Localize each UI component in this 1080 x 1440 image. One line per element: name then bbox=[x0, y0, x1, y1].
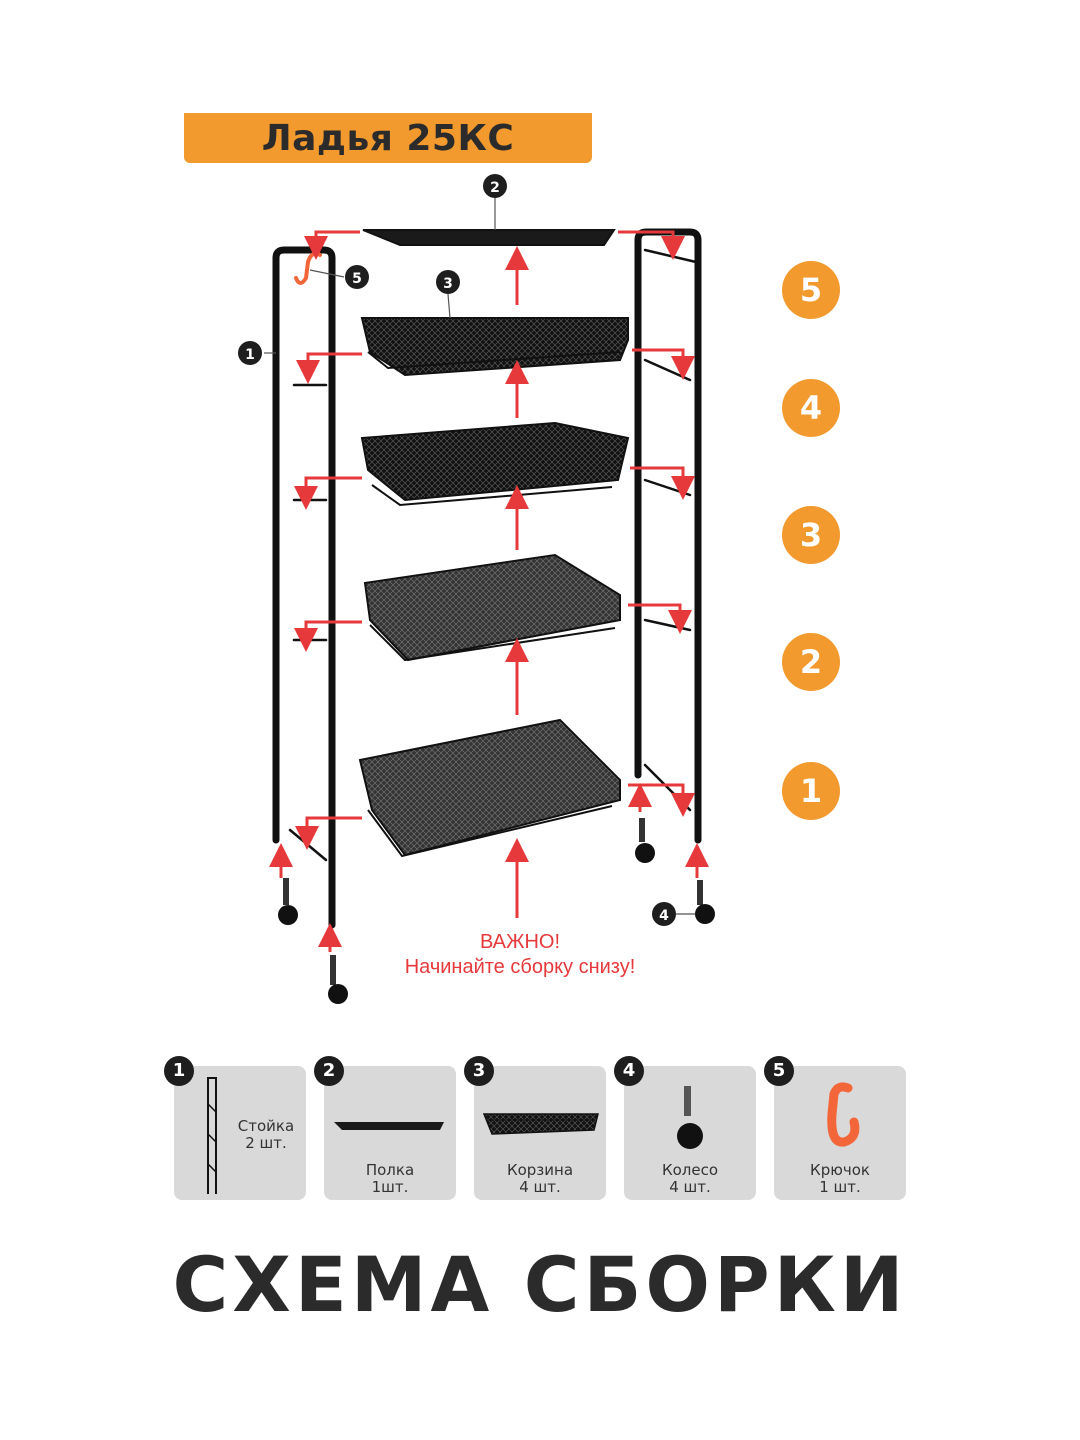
right-rack-post bbox=[634, 228, 702, 844]
part-name: Стойка bbox=[237, 1117, 295, 1135]
basket-4 bbox=[360, 317, 629, 377]
part-card-wheel: 4 Колесо 4 шт. bbox=[614, 1056, 756, 1200]
svg-text:4: 4 bbox=[659, 908, 669, 924]
wheel-left-back bbox=[328, 955, 348, 1004]
step-2-badge: 2 bbox=[782, 633, 840, 691]
basket-3 bbox=[360, 421, 630, 507]
part-qty: 1 шт. bbox=[819, 1178, 861, 1196]
wheel-icon bbox=[677, 1086, 703, 1149]
part-number: 1 bbox=[164, 1056, 194, 1086]
step-5-badge: 5 bbox=[782, 261, 840, 319]
part-card-hook: 5 Крючок 1 шт. bbox=[764, 1056, 906, 1200]
basket-icon bbox=[482, 1113, 599, 1135]
wheel-right-back bbox=[695, 880, 715, 924]
warning-text: Начинайте сборку снизу! bbox=[404, 956, 636, 978]
assembly-arrows bbox=[269, 230, 709, 952]
shelf-icon bbox=[334, 1122, 444, 1130]
wheel-right-front bbox=[635, 818, 655, 863]
part-number: 5 bbox=[764, 1056, 794, 1086]
step-1-badge: 1 bbox=[782, 762, 840, 820]
svg-text:1: 1 bbox=[245, 347, 255, 363]
top-shelf bbox=[362, 229, 616, 246]
part-number: 2 bbox=[314, 1056, 344, 1086]
basket-1 bbox=[358, 718, 621, 858]
warning-heading: ВАЖНО! bbox=[479, 931, 561, 953]
part-name: Крючок bbox=[810, 1161, 870, 1179]
part-card-shelf: 2 Полка 1шт. bbox=[314, 1056, 456, 1200]
basket-2 bbox=[363, 553, 621, 662]
part-name: Колесо bbox=[661, 1161, 719, 1179]
part-card-rack-post: 1 Стойка 2 шт. bbox=[164, 1056, 306, 1200]
part-number: 4 bbox=[614, 1056, 644, 1086]
wheel-left-front bbox=[278, 878, 298, 925]
callout-leaders bbox=[264, 196, 695, 915]
part-card-basket: 3 Корзина 4 шт. bbox=[464, 1056, 606, 1200]
left-rack-post bbox=[272, 246, 336, 929]
footer-title: СХЕМА СБОРКИ bbox=[172, 1240, 908, 1329]
part-name: Полка bbox=[365, 1161, 415, 1179]
part-qty: 4 шт. bbox=[669, 1178, 711, 1196]
svg-text:5: 5 bbox=[352, 271, 362, 287]
callout-2: 2 bbox=[483, 174, 507, 198]
rack-post-icon bbox=[207, 1077, 217, 1194]
hook-on-rack bbox=[294, 251, 322, 285]
step-4-badge: 4 bbox=[782, 379, 840, 437]
step-3-badge: 3 bbox=[782, 506, 840, 564]
part-number: 3 bbox=[464, 1056, 494, 1086]
assembly-warning: ВАЖНО! Начинайте сборку снизу! bbox=[350, 930, 690, 980]
callout-4: 4 bbox=[652, 902, 676, 926]
callout-1: 1 bbox=[238, 341, 262, 365]
callout-3: 3 bbox=[436, 270, 460, 294]
title-banner bbox=[184, 113, 592, 163]
part-qty: 1шт. bbox=[371, 1178, 409, 1196]
callout-5: 5 bbox=[345, 265, 369, 289]
part-qty: 4 шт. bbox=[519, 1178, 561, 1196]
part-name: Корзина bbox=[506, 1161, 574, 1179]
svg-text:2: 2 bbox=[490, 180, 500, 196]
assembly-diagram: 2 3 5 1 4 bbox=[238, 174, 715, 1004]
hook-icon bbox=[827, 1082, 860, 1147]
page-title: Ладья 25КС bbox=[261, 118, 515, 159]
svg-text:3: 3 bbox=[443, 276, 453, 292]
part-qty: 2 шт. bbox=[245, 1134, 287, 1152]
